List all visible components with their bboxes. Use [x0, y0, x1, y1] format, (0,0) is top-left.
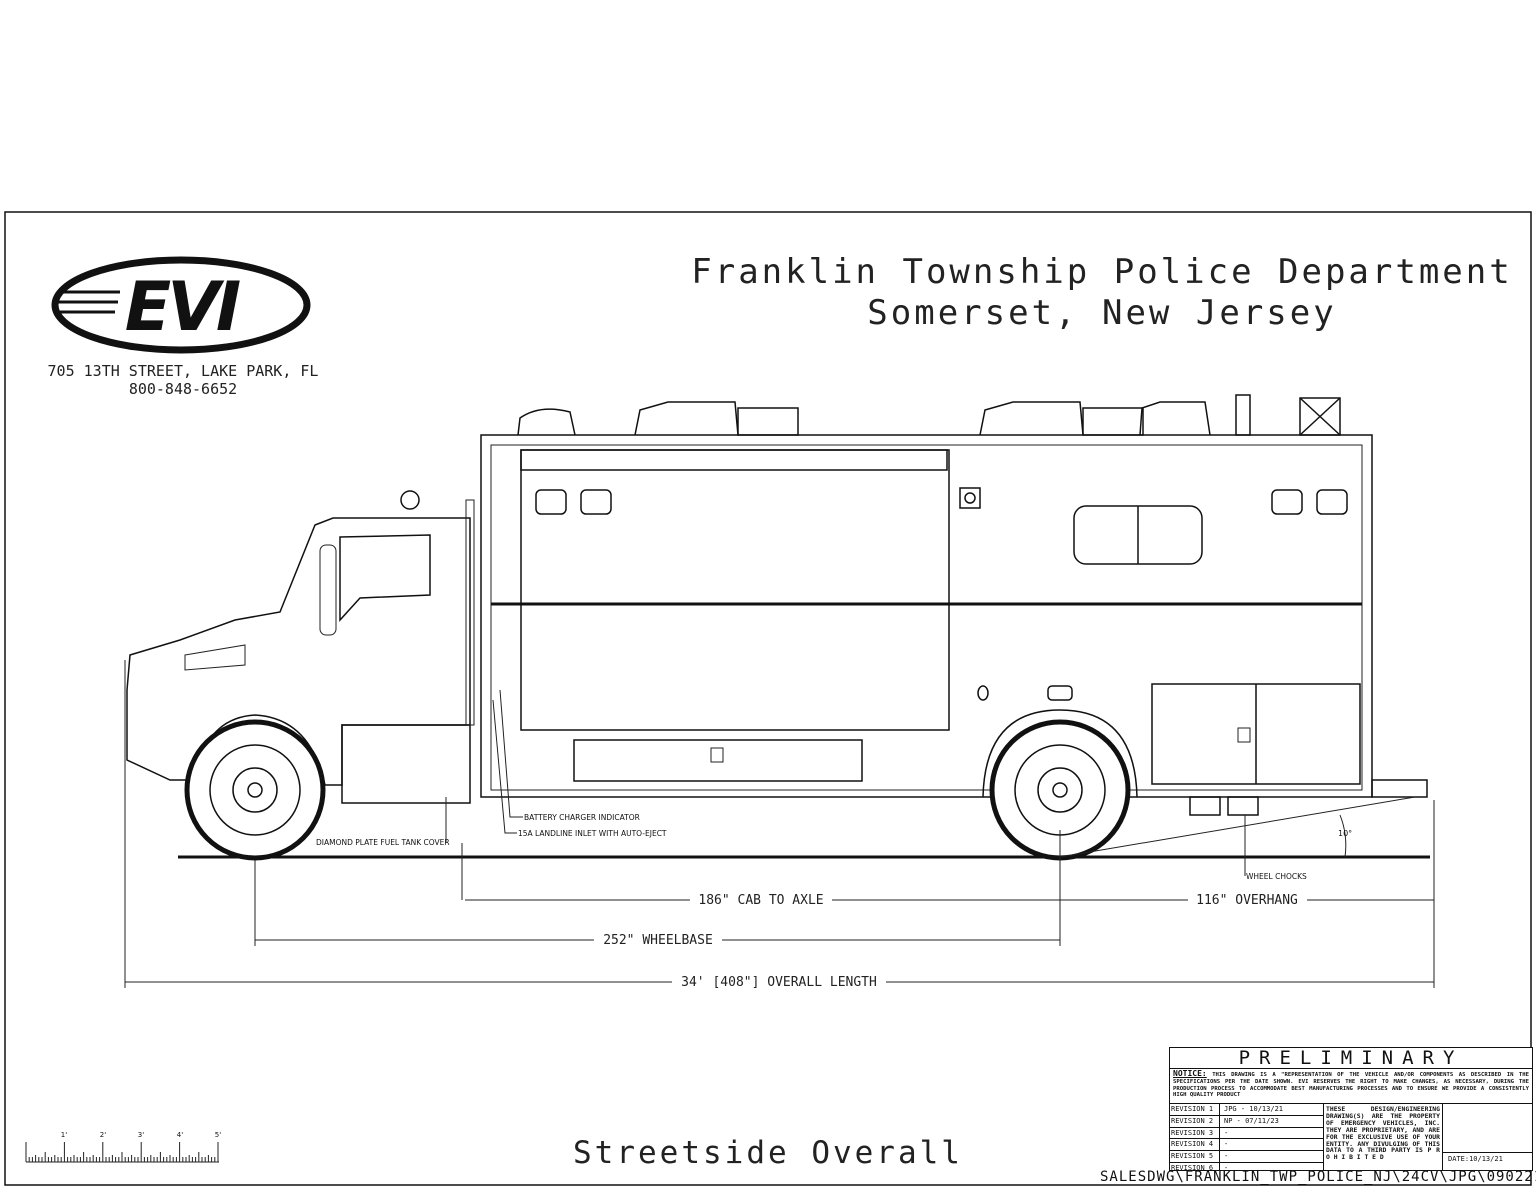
title-block: PRELIMINARY NOTICE: THIS DRAWING IS A "R… [1169, 1047, 1533, 1171]
revision-label: REVISION 4 [1170, 1139, 1220, 1151]
scale-label: 5' [215, 1131, 221, 1139]
drawing-date: DATE:10/13/21 [1448, 1155, 1503, 1163]
evi-logo: EVI [51, 256, 311, 354]
revision-value: - [1224, 1163, 1229, 1171]
dim-overall-length: 34' [408"] OVERALL LENGTH [681, 975, 877, 990]
dim-overhang: 116" OVERHANG [1196, 893, 1298, 908]
revision-value: - [1224, 1128, 1229, 1137]
revision-label: REVISION 5 [1170, 1151, 1220, 1162]
callout-battery: BATTERY CHARGER INDICATOR [524, 813, 640, 822]
scale-label: 2' [100, 1131, 106, 1139]
rear-wheel [989, 719, 1131, 861]
notice-text: THIS DRAWING IS A "REPRESENTATION OF THE… [1173, 1072, 1530, 1099]
status-preliminary: PRELIMINARY [1170, 1048, 1532, 1069]
revision-row: REVISION 3- [1170, 1127, 1323, 1140]
revision-row: REVISION 2 NP - 07/11/23 [1170, 1115, 1323, 1128]
revision-value: JPG - 10/13/21 [1224, 1105, 1284, 1113]
revision-row: REVISION 4- [1170, 1139, 1323, 1152]
revision-label: REVISION 1 [1170, 1104, 1220, 1115]
awning-door [520, 449, 950, 731]
cab-window [339, 534, 431, 622]
title-line-1: Franklin Township Police Department [691, 252, 1512, 292]
dim-wheelbase: 252" WHEELBASE [603, 933, 713, 948]
scale-label: 3' [138, 1131, 144, 1139]
callout-chocks: WHEEL CHOCKS [1246, 872, 1307, 881]
body-box [480, 434, 1373, 798]
proprietary-notice: THESE DESIGN/ENGINEERING DRAWING(S) ARE … [1323, 1104, 1443, 1170]
file-path: SALESDWG\FRANKLIN_TWP_POLICE_NJ\24CV\JPG… [1100, 1169, 1536, 1185]
revision-label: REVISION 2 [1170, 1115, 1220, 1127]
revision-label: REVISION 3 [1170, 1127, 1220, 1139]
revision-row: REVISION 1 JPG - 10/13/21 [1170, 1104, 1323, 1116]
title-line-2: Somerset, New Jersey [867, 293, 1336, 333]
awning [520, 449, 948, 471]
revision-value: - [1224, 1152, 1229, 1161]
company-address: 705 13TH STREET, LAKE PARK, FL [48, 362, 319, 380]
revision-row: REVISION 5- [1170, 1151, 1323, 1163]
lower-compartment [573, 739, 863, 782]
fuel-tank-cover [341, 724, 471, 804]
roof-ac-units [517, 394, 1341, 436]
notice: NOTICE: THIS DRAWING IS A "REPRESENTATIO… [1170, 1069, 1532, 1104]
callout-fuel-tank: DIAMOND PLATE FUEL TANK COVER [316, 838, 450, 847]
revision-value: - [1224, 1140, 1229, 1149]
dim-cab-to-axle: 186" CAB TO AXLE [698, 893, 823, 908]
view-title: Streetside Overall [573, 1135, 963, 1171]
scale-bar: 1' 2' 3' 4' 5' [25, 1131, 221, 1163]
revision-value: NP - 07/11/23 [1224, 1116, 1279, 1125]
notice-label: NOTICE: [1173, 1069, 1207, 1078]
departure-angle-line [1059, 796, 1416, 858]
dimension-lines [124, 660, 1435, 988]
front-wheel [184, 719, 326, 861]
revision-label: REVISION 6 [1170, 1162, 1220, 1170]
revision-row: REVISION 6- [1170, 1162, 1323, 1171]
svg-text:EVI: EVI [125, 268, 240, 347]
revision-table: REVISION 1 JPG - 10/13/21 REVISION 2 NP - … [1170, 1104, 1323, 1171]
company-phone: 800-848-6652 [129, 380, 237, 398]
signature-line [1443, 1152, 1532, 1153]
sheet-border [4, 211, 1532, 1186]
vehicle-drawing [126, 394, 1430, 861]
scale-label: 4' [177, 1131, 183, 1139]
callout-landline: 15A LANDLINE INLET WITH AUTO-EJECT [518, 829, 667, 838]
departure-angle: 10° [1338, 829, 1352, 838]
scale-label: 1' [61, 1131, 67, 1139]
